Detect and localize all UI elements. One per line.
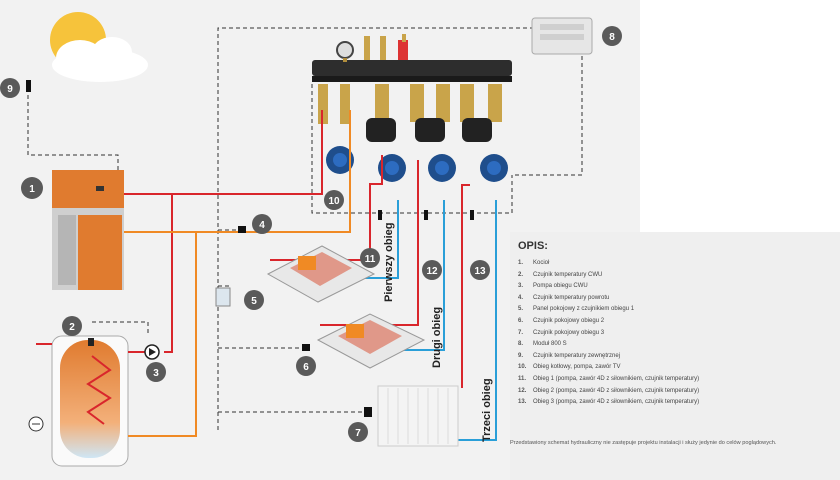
badge-2: 2 [62, 316, 82, 336]
weather-sun-cloud-icon [50, 12, 148, 82]
legend-item-text: Czujnik pokojowy obiegu 3 [533, 329, 605, 336]
legend-item-number: 11. [518, 375, 527, 382]
legend-item: 9. Czujnik temperatury zewnętrznej [518, 351, 699, 363]
legend-item: 11. Obieg 1 (pompa, zawór 4D z siłownikie… [518, 374, 699, 386]
expansion-valve-icon [28, 416, 44, 432]
badge-9-label: 9 [7, 84, 13, 95]
badge-5: 5 [244, 290, 264, 310]
legend-title: OPIS: [518, 240, 548, 252]
legend-item: 1. Kocioł [518, 258, 699, 270]
floor-heating-panel-2 [316, 313, 426, 369]
badge-3: 3 [146, 362, 166, 382]
return-pipes [124, 110, 351, 437]
legend-item-number: 6. [518, 317, 524, 324]
badge-6: 6 [296, 356, 316, 376]
legend-item-number: 2. [518, 271, 524, 278]
legend-item-number: 10. [518, 364, 527, 371]
legend-item-text: Obieg kotłowy, pompa, zawór TV [533, 364, 621, 371]
legend-item: 8. Moduł 800 S [518, 339, 699, 351]
legend-item-number: 7. [518, 329, 524, 336]
boiler-icon [52, 170, 124, 290]
legend-item-text: Czujnik temperatury zewnętrznej [533, 352, 621, 359]
badge-12: 12 [422, 260, 442, 280]
legend-item: 13. Obieg 3 (pompa, zawór 4D z siłownikie… [518, 397, 699, 409]
badge-7-label: 7 [355, 428, 361, 439]
legend-item: 6. Czujnik pokojowy obiegu 2 [518, 316, 699, 328]
legend-item-number: 1. [518, 260, 524, 266]
legend-item-number: 5. [518, 306, 524, 313]
legend-item: 10. Obieg kotłowy, pompa, zawór TV [518, 362, 699, 374]
legend-item: 3. Pompa obiegu CWU [518, 281, 699, 293]
badge-4: 4 [252, 214, 272, 234]
badge-9: 9 [0, 78, 20, 98]
legend-item: 12. Obieg 2 (pompa, zawór 4D z siłownikie… [518, 386, 699, 398]
hot-water-tank-icon [51, 335, 129, 467]
badge-11: 11 [360, 248, 380, 268]
badge-10-label: 10 [328, 196, 340, 207]
floor-heating-panel-1 [266, 245, 376, 303]
badge-12-label: 12 [426, 266, 438, 277]
legend-item-text: Panel pokojowy z czujnikiem obiegu 1 [533, 306, 635, 313]
legend-item-text: Czujnik temperatury powrotu [533, 294, 610, 301]
legend-list: 1. Kocioł 2. Czujnik temperatury CWU 3. Pom… [518, 258, 699, 409]
legend-item-text: Pompa obiegu CWU [533, 283, 588, 290]
legend-item-text: Obieg 1 (pompa, zawór 4D z siłownikiem, … [533, 375, 700, 382]
circuit-label-first: Pierwszy obieg [383, 223, 395, 302]
circulation-pumps [326, 146, 508, 182]
supply-pipes [36, 110, 470, 388]
legend-item-text: Czujnik pokojowy obiegu 2 [533, 317, 605, 324]
badge-7: 7 [348, 422, 368, 442]
badge-6-label: 6 [303, 362, 309, 373]
legend-item-text: Obieg 2 (pompa, zawór 4D z siłownikiem, … [533, 387, 700, 394]
badge-1-label: 1 [29, 184, 35, 195]
badge-5-label: 5 [251, 296, 257, 307]
radiator-icon [377, 385, 459, 447]
badge-8: 8 [602, 26, 622, 46]
circuit-label-second: Drugi obieg [431, 307, 443, 368]
legend-item: 4. Czujnik temperatury powrotu [518, 293, 699, 305]
legend-item-number: 8. [518, 341, 524, 348]
sensors [26, 80, 474, 417]
legend-item-number: 4. [518, 294, 524, 301]
legend-item-text: Kocioł [533, 260, 550, 266]
legend-item: 7. Czujnik pokojowy obiegu 3 [518, 328, 699, 340]
badge-3-label: 3 [153, 368, 159, 379]
manifold [312, 34, 512, 142]
legend-item-text: Czujnik temperatury CWU [533, 271, 603, 278]
legend-item-number: 12. [518, 387, 527, 394]
room-panel-icon [215, 287, 231, 307]
circuit-label-third: Trzeci obieg [481, 378, 493, 442]
disclaimer-text: Przedstawiony schemat hydrauliczny nie z… [510, 440, 777, 446]
cwu-pump-icon [144, 344, 160, 360]
badge-13-label: 13 [474, 266, 486, 277]
legend-item: 2. Czujnik temperatury CWU [518, 270, 699, 282]
badge-11-label: 11 [365, 254, 376, 265]
badge-1: 1 [21, 177, 43, 199]
legend-item-number: 13. [518, 399, 527, 406]
badge-13: 13 [470, 260, 490, 280]
badge-4-label: 4 [259, 220, 265, 231]
legend-item-text: Moduł 800 S [533, 341, 567, 348]
legend-panel: OPIS: 1. Kocioł 2. Czujnik temperatury CWU… [510, 232, 840, 480]
legend-item-number: 9. [518, 352, 524, 359]
legend-item-text: Obieg 3 (pompa, zawór 4D z siłownikiem, … [533, 399, 700, 406]
legend-item: 5. Panel pokojowy z czujnikiem obiegu 1 [518, 304, 699, 316]
legend-item-number: 3. [518, 283, 524, 290]
controller-module-icon [531, 17, 593, 55]
badge-10: 10 [324, 190, 344, 210]
badge-8-label: 8 [609, 32, 615, 43]
badge-2-label: 2 [69, 322, 75, 333]
